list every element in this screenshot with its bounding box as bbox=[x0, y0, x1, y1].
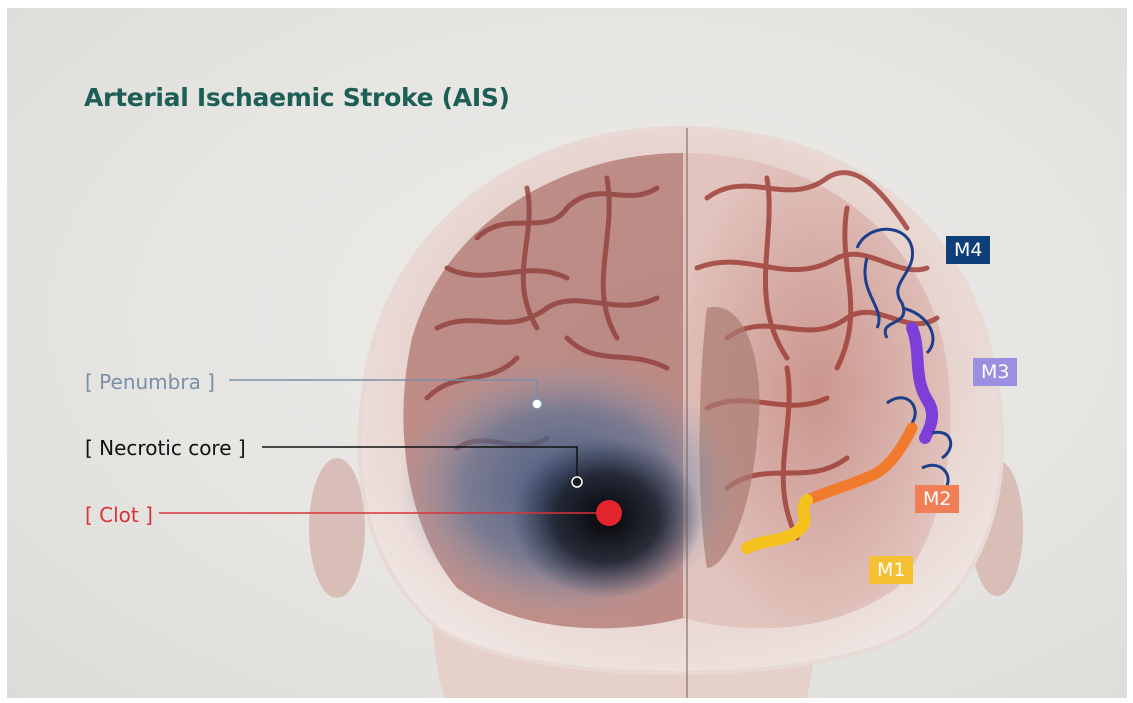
page-title: Arterial Ischaemic Stroke (AIS) bbox=[84, 83, 510, 112]
segment-tag-m2: M2 bbox=[915, 485, 959, 513]
stroke-illustration: Arterial Ischaemic Stroke (AIS) [ Penumb… bbox=[7, 8, 1127, 698]
penumbra-label: [ Penumbra ] bbox=[85, 370, 215, 394]
necrotic-core-label: [ Necrotic core ] bbox=[85, 436, 246, 460]
segment-tag-m1: M1 bbox=[869, 556, 913, 584]
segment-tag-m3: M3 bbox=[973, 358, 1017, 386]
clot-label: [ Clot ] bbox=[85, 503, 153, 527]
left-ear bbox=[309, 458, 365, 598]
segment-tag-m4: M4 bbox=[946, 236, 990, 264]
clot-marker bbox=[596, 500, 622, 526]
